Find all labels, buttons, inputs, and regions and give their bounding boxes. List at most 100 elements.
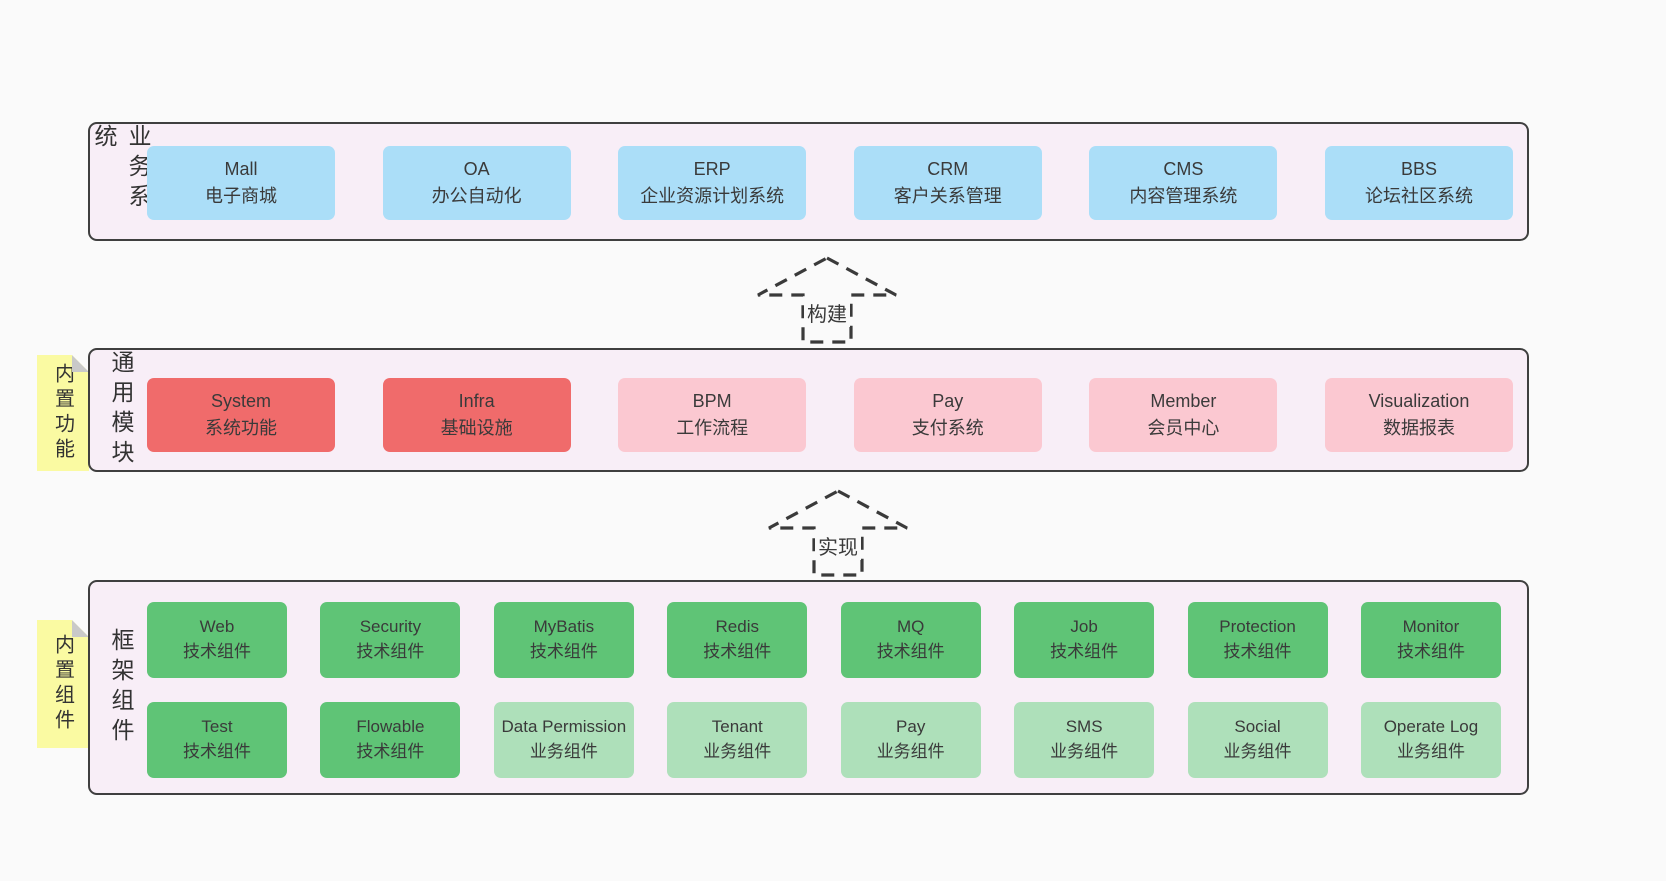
box-title: Social [1234,717,1281,737]
box-title: BBS [1400,159,1437,179]
box-subtitle: 业务组件 [703,742,772,761]
box-protection: Protection 技术组件 [1187,602,1328,678]
box-title: Flowable [356,717,425,737]
box-test: Test 技术组件 [147,702,287,778]
box-mall: Mall 电子商城 [147,146,335,220]
box-title: CMS [1163,159,1204,179]
box-subtitle: 会员中心 [1147,418,1220,438]
box-title: SMS [1065,717,1103,737]
box-title: OA [463,159,490,179]
box-subtitle: 办公自动化 [431,186,522,206]
box-subtitle: 技术组件 [703,642,772,661]
box-sms: SMS 业务组件 [1014,702,1155,778]
box-job: Job 技术组件 [1014,602,1155,678]
section-label-framework-components: 框架组件 [108,627,134,748]
box-subtitle: 技术组件 [1050,642,1119,661]
box-subtitle: 业务组件 [876,742,945,761]
box-mybatis: MyBatis 技术组件 [493,602,634,678]
box-member: Member 会员中心 [1089,378,1278,452]
box-security: Security 技术组件 [320,602,461,678]
box-subtitle: 业务组件 [1050,742,1119,761]
box-bbs: BBS 论坛社区系统 [1324,146,1513,220]
box-title: MQ [896,617,925,637]
folded-corner-icon [72,355,89,372]
box-subtitle: 企业资源计划系统 [640,186,785,206]
box-subtitle: 技术组件 [356,742,425,761]
box-subtitle: 技术组件 [183,742,251,761]
box-mq: MQ 技术组件 [840,602,981,678]
box-subtitle: 技术组件 [1396,642,1465,661]
box-system: System 系统功能 [147,378,335,452]
box-subtitle: 技术组件 [183,642,251,661]
box-title: Monitor [1402,617,1460,637]
arrow-build-label: 构建 [804,298,850,327]
sticky-note-builtin-features: 内置功能 [37,355,89,471]
box-operate-log: Operate Log 业务组件 [1360,702,1501,778]
box-title: Test [201,717,233,737]
folded-corner-icon [72,620,89,637]
box-tenant: Tenant 业务组件 [667,702,808,778]
section-label-business-systems: 业务系统 [91,124,151,214]
business-boxes-row: Mall 电子商城 OA 办公自动化 ERP 企业资源计划系统 CRM 客户关系管理 CMS 内容… [147,146,1513,220]
box-title: Data Permission [501,717,627,737]
box-subtitle: 客户关系管理 [893,186,1002,206]
box-bpm: BPM 工作流程 [618,378,807,452]
box-subtitle: 系统功能 [205,418,277,438]
box-subtitle: 工作流程 [676,418,749,438]
box-title: Mall [224,159,258,179]
box-title: MyBatis [533,617,595,637]
arrow-implement: 实现 [763,487,913,579]
box-title: Protection [1219,617,1296,637]
box-pay: Pay 支付系统 [853,378,1042,452]
box-erp: ERP 企业资源计划系统 [618,146,807,220]
box-cms: CMS 内容管理系统 [1089,146,1278,220]
box-subtitle: 技术组件 [356,642,425,661]
box-title: ERP [693,159,731,179]
box-subtitle: 基础设施 [440,418,513,438]
box-subtitle: 技术组件 [876,642,945,661]
box-subtitle: 业务组件 [1396,742,1465,761]
box-oa: OA 办公自动化 [382,146,571,220]
sticky-note-builtin-components: 内置组件 [37,620,89,748]
box-subtitle: 技术组件 [529,642,598,661]
box-subtitle: 电子商城 [205,186,277,206]
box-subtitle: 业务组件 [1223,742,1292,761]
box-title: BPM [692,391,732,411]
box-title: CRM [927,159,969,179]
box-title: Operate Log [1383,717,1479,737]
box-title: Visualization [1368,391,1470,411]
box-crm: CRM 客户关系管理 [853,146,1042,220]
box-title: Pay [932,391,964,411]
box-title: System [210,391,271,411]
sticky-note-text: 内置组件 [51,634,74,734]
box-subtitle: 技术组件 [1223,642,1292,661]
box-title: Security [359,617,422,637]
box-redis: Redis 技术组件 [667,602,808,678]
box-title: Tenant [711,717,763,737]
box-title: Job [1070,617,1098,637]
box-subtitle: 支付系统 [911,418,984,438]
box-monitor: Monitor 技术组件 [1360,602,1501,678]
box-subtitle: 业务组件 [529,742,598,761]
sticky-note-text: 内置功能 [51,363,74,463]
section-label-common-modules: 通用模块 [108,350,134,470]
section-business-systems: 业务系统 Mall 电子商城 OA 办公自动化 ERP 企业资源计划系统 CRM 客户关系管理… [88,122,1529,241]
box-visualization: Visualization 数据报表 [1324,378,1513,452]
arrow-implement-label: 实现 [815,531,861,560]
box-data-permission: Data Permission 业务组件 [493,702,634,778]
arrow-build: 构建 [752,254,902,346]
box-subtitle: 数据报表 [1382,418,1455,438]
box-title: Member [1150,391,1217,411]
box-subtitle: 内容管理系统 [1129,186,1238,206]
box-subtitle: 论坛社区系统 [1364,186,1473,206]
box-title: Redis [715,617,759,637]
